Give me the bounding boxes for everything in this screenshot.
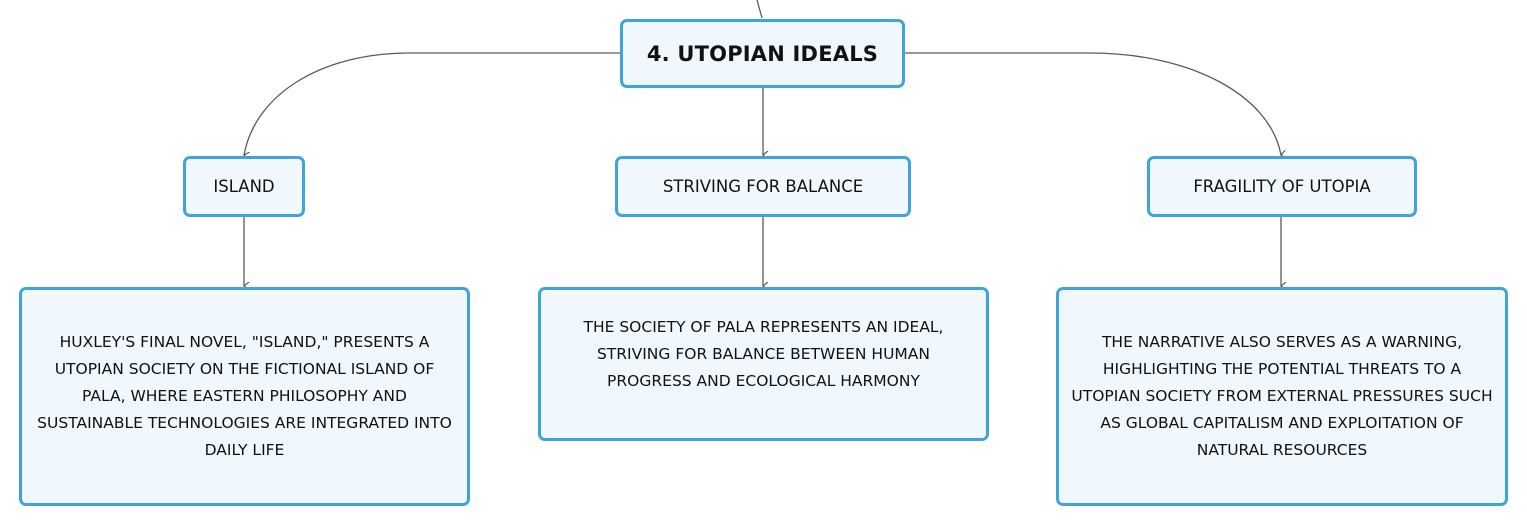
topic-node-fragility-of-utopia[interactable]: FRAGILITY OF UTOPIA (1147, 156, 1417, 217)
detail-node-island[interactable]: HUXLEY'S FINAL NOVEL, "ISLAND," PRESENTS… (19, 287, 470, 506)
detail-node-text: THE NARRATIVE ALSO SERVES AS A WARNING, … (1071, 333, 1493, 459)
root-node-label: 4. UTOPIAN IDEALS (646, 41, 879, 66)
connector-root-to-topic-island (244, 52, 620, 155)
connector-root-to-topic-fragility (905, 52, 1281, 155)
detail-node-text: THE SOCIETY OF PALA REPRESENTS AN IDEAL,… (583, 317, 944, 390)
topic-node-striving-for-balance[interactable]: STRIVING FOR BALANCE (615, 156, 911, 217)
detail-node-fragility-of-utopia[interactable]: THE NARRATIVE ALSO SERVES AS A WARNING, … (1056, 287, 1508, 506)
topic-node-label: ISLAND (213, 177, 275, 196)
connector-parent-to-root (756, 0, 763, 19)
root-node[interactable]: 4. UTOPIAN IDEALS (620, 19, 905, 88)
topic-node-label: STRIVING FOR BALANCE (662, 177, 864, 196)
topic-node-label: FRAGILITY OF UTOPIA (1193, 177, 1371, 196)
topic-node-island[interactable]: ISLAND (183, 156, 305, 217)
detail-node-striving-for-balance[interactable]: THE SOCIETY OF PALA REPRESENTS AN IDEAL,… (538, 287, 989, 441)
detail-node-text: HUXLEY'S FINAL NOVEL, "ISLAND," PRESENTS… (37, 333, 452, 459)
